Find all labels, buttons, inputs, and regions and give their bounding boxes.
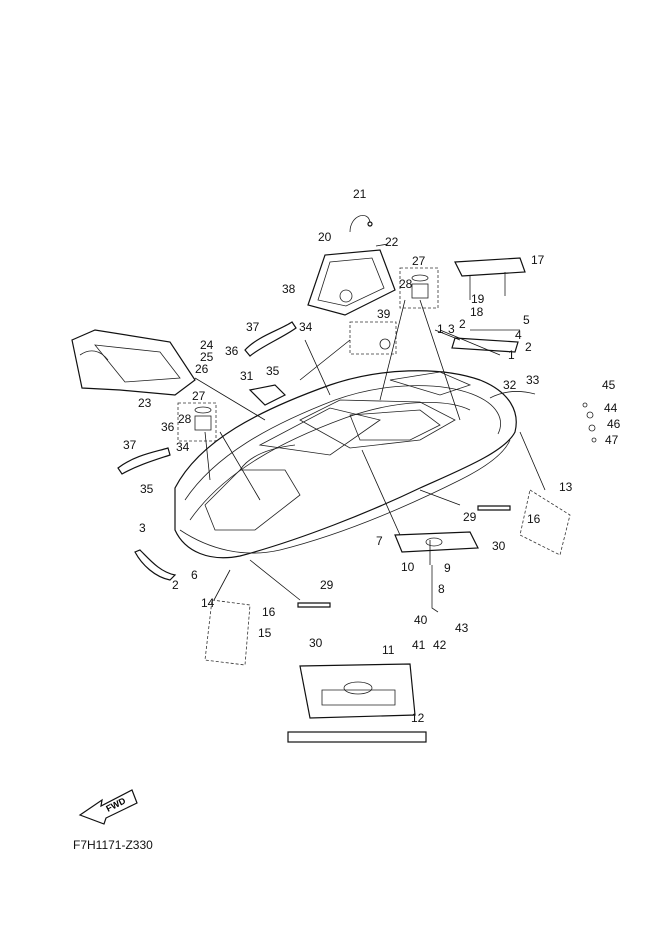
pipe-32 bbox=[489, 390, 536, 399]
callout-4: 4 bbox=[515, 328, 522, 342]
callout-42: 42 bbox=[433, 638, 447, 652]
callout-25: 25 bbox=[200, 350, 214, 364]
cup-holder-box-upper bbox=[399, 267, 439, 309]
callout-15: 15 bbox=[258, 626, 272, 640]
hardware-box-39 bbox=[349, 321, 397, 355]
callout-6: 6 bbox=[191, 568, 198, 582]
callout-3-lower: 3 bbox=[139, 521, 146, 535]
callout-40: 40 bbox=[414, 613, 428, 627]
bracket-17 bbox=[454, 257, 526, 300]
callout-numbers: 21 20 22 27 28 17 19 18 38 39 37 34 36 5… bbox=[123, 187, 621, 725]
callout-34-lower: 34 bbox=[176, 440, 190, 454]
cover-7 bbox=[394, 531, 479, 553]
callout-16-right: 16 bbox=[527, 512, 541, 526]
callout-44: 44 bbox=[604, 401, 618, 415]
callout-19: 19 bbox=[471, 292, 485, 306]
rod-8 bbox=[431, 565, 439, 613]
callout-13: 13 bbox=[559, 480, 573, 494]
callout-27-lower: 27 bbox=[192, 389, 206, 403]
fittings-29-30 bbox=[297, 505, 511, 608]
callout-21: 21 bbox=[353, 187, 367, 201]
callout-2-upper: 2 bbox=[459, 317, 466, 331]
callout-37-upper: 37 bbox=[246, 320, 260, 334]
strip-12 bbox=[287, 731, 427, 743]
callout-12: 12 bbox=[411, 711, 425, 725]
callout-30-lower: 30 bbox=[309, 636, 323, 650]
callout-14: 14 bbox=[201, 596, 215, 610]
callout-8: 8 bbox=[438, 582, 445, 596]
callout-46: 46 bbox=[607, 417, 621, 431]
callout-1-right: 1 bbox=[508, 348, 515, 362]
grab-handles bbox=[117, 321, 297, 475]
callout-5: 5 bbox=[523, 313, 530, 327]
callout-27-upper: 27 bbox=[412, 254, 426, 268]
callout-29-lower: 29 bbox=[320, 578, 334, 592]
callout-16-lower: 16 bbox=[262, 605, 276, 619]
callout-24: 24 bbox=[200, 338, 214, 352]
callout-22: 22 bbox=[385, 235, 399, 249]
cup-holder-box-lower bbox=[177, 402, 217, 442]
callout-2-lower: 2 bbox=[172, 578, 179, 592]
callout-43: 43 bbox=[455, 621, 469, 635]
callout-33: 33 bbox=[526, 373, 540, 387]
callout-39: 39 bbox=[377, 307, 391, 321]
callout-20: 20 bbox=[318, 230, 332, 244]
fwd-arrow: FWD bbox=[78, 789, 138, 825]
callout-23: 23 bbox=[138, 396, 152, 410]
callout-36-lower: 36 bbox=[161, 420, 175, 434]
callout-36-upper: 36 bbox=[225, 344, 239, 358]
callout-1-upper: 1 bbox=[437, 322, 444, 336]
callout-38: 38 bbox=[282, 282, 296, 296]
console-part-31 bbox=[248, 384, 287, 406]
fasteners-44-47 bbox=[582, 402, 597, 443]
callout-28-upper: 28 bbox=[399, 277, 413, 291]
callout-32: 32 bbox=[503, 378, 517, 392]
windshield-assembly bbox=[307, 215, 396, 316]
callout-7: 7 bbox=[376, 534, 383, 548]
hull bbox=[174, 370, 517, 559]
callout-18: 18 bbox=[470, 305, 484, 319]
callout-9: 9 bbox=[444, 561, 451, 575]
callout-17: 17 bbox=[531, 253, 545, 267]
callout-29-right: 29 bbox=[463, 510, 477, 524]
callout-35-upper: 35 bbox=[266, 364, 280, 378]
callout-3-upper: 3 bbox=[448, 322, 455, 336]
detail-box-13 bbox=[519, 489, 571, 556]
callout-10: 10 bbox=[401, 560, 415, 574]
fender-2 bbox=[134, 549, 177, 581]
callout-35-lower: 35 bbox=[140, 482, 154, 496]
callout-45: 45 bbox=[602, 378, 616, 392]
detail-box-14 bbox=[204, 599, 251, 666]
leader-lines bbox=[194, 299, 546, 601]
bow-frame bbox=[71, 329, 196, 396]
callout-34-upper: 34 bbox=[299, 320, 313, 334]
cooler-11 bbox=[299, 663, 416, 719]
callout-2-right: 2 bbox=[525, 340, 532, 354]
callout-47: 47 bbox=[605, 433, 619, 447]
callout-31: 31 bbox=[240, 369, 254, 383]
callout-26: 26 bbox=[195, 362, 209, 376]
callout-11: 11 bbox=[382, 643, 395, 657]
callout-28-lower: 28 bbox=[178, 412, 192, 426]
callout-41: 41 bbox=[412, 638, 426, 652]
callout-37-lower: 37 bbox=[123, 438, 137, 452]
callout-30-right: 30 bbox=[492, 539, 506, 553]
diagram-code: F7H1171-Z330 bbox=[73, 838, 153, 852]
